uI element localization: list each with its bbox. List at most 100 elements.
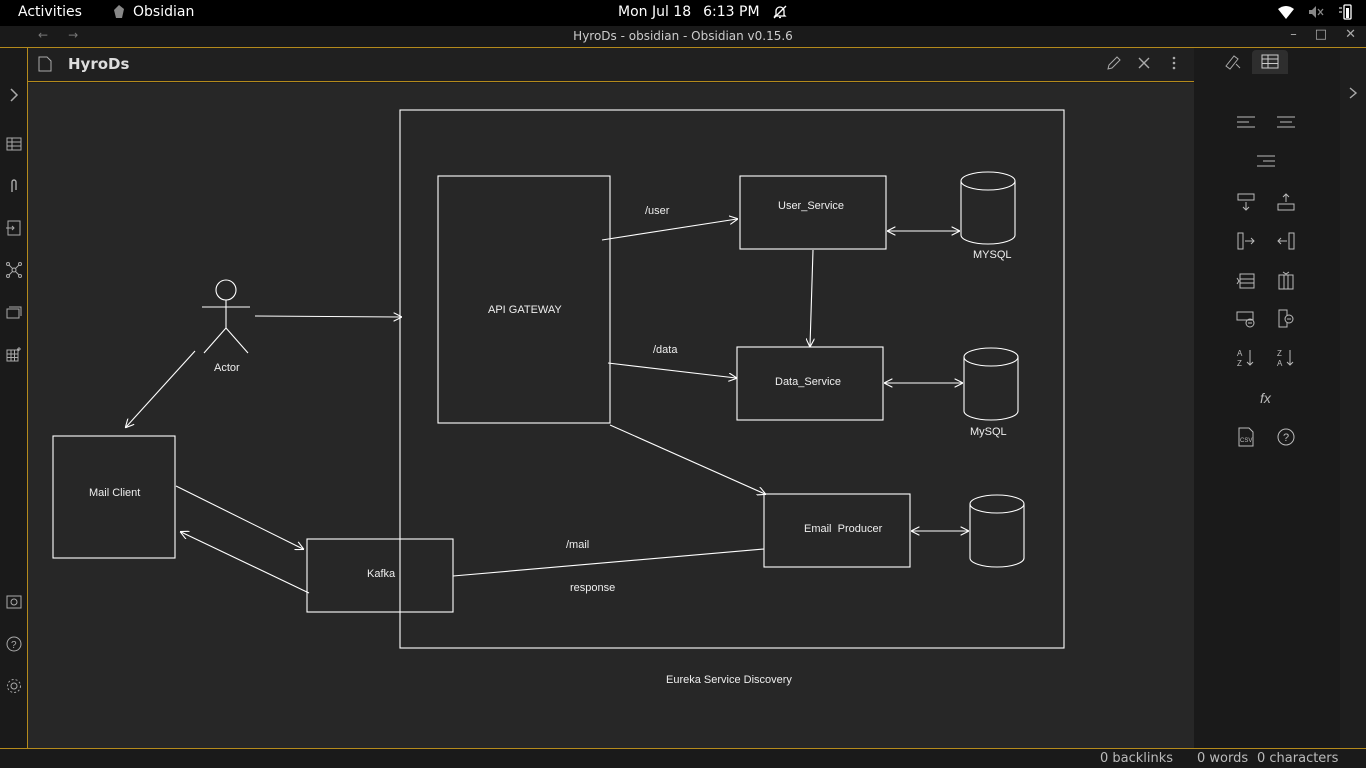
paperclip-icon[interactable]: [5, 177, 23, 195]
clock-date: Mon Jul 18: [618, 4, 692, 20]
tab-table-editor[interactable]: [1252, 50, 1288, 74]
system-tray[interactable]: [1278, 4, 1352, 20]
arrow-mail-client-to-kafka[interactable]: [175, 485, 303, 549]
insert-column-left-icon[interactable]: [1275, 230, 1297, 252]
arrow-gateway-to-email[interactable]: [609, 424, 765, 494]
label-edge-mail: /mail: [566, 539, 589, 551]
vault-icon[interactable]: [5, 593, 23, 611]
insert-row-above-icon[interactable]: [1275, 191, 1297, 213]
label-api-gateway: API GATEWAY: [488, 304, 562, 316]
close-window-icon[interactable]: ✕: [1345, 27, 1356, 42]
move-row-icon[interactable]: [1235, 270, 1257, 292]
app-menu[interactable]: Obsidian: [113, 4, 194, 20]
sort-ascending-icon[interactable]: AZ: [1235, 347, 1257, 369]
align-left-icon[interactable]: [1235, 112, 1257, 134]
file-icon: [38, 56, 52, 72]
expand-sidebar-icon[interactable]: [5, 86, 23, 104]
delete-column-icon[interactable]: [1275, 308, 1297, 330]
chevron-right-icon: [1349, 87, 1358, 99]
line-kafka-email[interactable]: [452, 548, 765, 577]
battery-icon: [1339, 4, 1352, 20]
graph-view-icon[interactable]: [5, 261, 23, 279]
label-edge-response: response: [570, 582, 615, 594]
status-characters: 0 characters: [1257, 751, 1339, 766]
formula-icon[interactable]: fx: [1255, 387, 1277, 409]
wifi-icon: [1278, 6, 1294, 19]
right-sidebar-toggle[interactable]: [1340, 48, 1366, 748]
mysql-database-1[interactable]: [960, 171, 1016, 245]
insert-row-below-icon[interactable]: [1235, 191, 1257, 213]
status-backlinks[interactable]: 0 backlinks: [1100, 751, 1174, 766]
forward-arrow-icon[interactable]: →: [68, 28, 79, 42]
label-eureka: Eureka Service Discovery: [666, 674, 792, 686]
notifications-muted-icon: [772, 5, 787, 19]
label-edge-user: /user: [645, 205, 670, 217]
label-actor: Actor: [214, 362, 240, 374]
svg-text:CSV: CSV: [1240, 438, 1252, 444]
status-words: 0 words: [1197, 751, 1249, 766]
svg-text:fx: fx: [1260, 390, 1272, 406]
actor-figure[interactable]: [202, 279, 250, 354]
tab-pencil-ruler[interactable]: [1214, 50, 1250, 74]
export-csv-icon[interactable]: CSV: [1235, 426, 1257, 448]
table-icon[interactable]: [5, 135, 23, 153]
label-data-service: Data_Service: [775, 376, 841, 388]
edit-pencil-icon[interactable]: [1106, 55, 1122, 71]
mail-client-box[interactable]: [52, 435, 176, 559]
eureka-container[interactable]: [399, 109, 1065, 649]
svg-text:?: ?: [1283, 432, 1289, 444]
table-help-icon[interactable]: ?: [1275, 426, 1297, 448]
obsidian-icon: [114, 5, 124, 18]
arrow-actor-to-mail-client[interactable]: [126, 350, 196, 427]
window-title: HyroDs - obsidian - Obsidian v0.15.6: [573, 29, 793, 43]
open-file-icon[interactable]: [5, 219, 23, 237]
note-header: HyroDs: [28, 48, 1194, 82]
arrow-actor-to-gateway[interactable]: [254, 316, 401, 317]
label-edge-data: /data: [653, 344, 678, 356]
move-column-icon[interactable]: [1275, 270, 1297, 292]
maximize-icon[interactable]: □: [1314, 27, 1328, 42]
mysql-database-2[interactable]: [963, 347, 1019, 421]
architecture-diagram[interactable]: Actor Mail Client Kafka API GATEWAY User…: [28, 83, 1194, 748]
drawing-canvas[interactable]: Actor Mail Client Kafka API GATEWAY User…: [28, 83, 1194, 748]
close-note-icon[interactable]: [1136, 55, 1152, 71]
title-divider: [0, 47, 1366, 48]
email-database[interactable]: [969, 494, 1025, 568]
label-db2: MySQL: [970, 426, 1007, 438]
clock-time: 6:13 PM: [703, 4, 760, 20]
left-ribbon: ?: [0, 48, 28, 748]
note-title[interactable]: HyroDs: [68, 55, 130, 73]
insert-column-right-icon[interactable]: [1235, 230, 1257, 252]
user-service-box[interactable]: [739, 175, 887, 250]
clock[interactable]: Mon Jul 18 6:13 PM: [618, 4, 788, 20]
activities-button[interactable]: Activities: [18, 4, 82, 20]
email-producer-box[interactable]: [763, 493, 911, 568]
drawing-tools-icon: [1225, 55, 1241, 70]
table-icon: [1261, 54, 1279, 69]
window-title-bar: ← → HyroDs - obsidian - Obsidian v0.15.6…: [0, 26, 1366, 47]
label-db1: MYSQL: [973, 249, 1012, 261]
svg-text:Z: Z: [1237, 359, 1242, 368]
arrow-user-to-data[interactable]: [810, 249, 813, 346]
volume-muted-icon: [1309, 6, 1324, 18]
sort-descending-icon[interactable]: ZA: [1275, 347, 1297, 369]
app-menu-label: Obsidian: [133, 4, 195, 20]
align-center-icon[interactable]: [1275, 112, 1297, 134]
delete-row-icon[interactable]: [1235, 308, 1257, 330]
slides-icon[interactable]: [5, 303, 23, 321]
svg-text:Z: Z: [1277, 349, 1282, 358]
svg-text:A: A: [1277, 359, 1283, 368]
arrow-gateway-to-user[interactable]: [601, 219, 737, 241]
label-user-service: User_Service: [778, 200, 844, 212]
api-gateway-box[interactable]: [437, 175, 611, 424]
svg-text:A: A: [1237, 349, 1243, 358]
settings-gear-icon[interactable]: [5, 677, 23, 695]
back-arrow-icon[interactable]: ←: [38, 28, 49, 42]
grid-plus-icon[interactable]: [5, 345, 23, 363]
align-right-icon[interactable]: [1255, 151, 1277, 173]
arrow-kafka-to-mail-client[interactable]: [181, 532, 310, 594]
arrow-gateway-to-data[interactable]: [607, 362, 736, 378]
help-icon[interactable]: ?: [5, 635, 23, 653]
more-options-icon[interactable]: [1166, 55, 1182, 71]
minimize-icon[interactable]: –: [1290, 27, 1297, 42]
